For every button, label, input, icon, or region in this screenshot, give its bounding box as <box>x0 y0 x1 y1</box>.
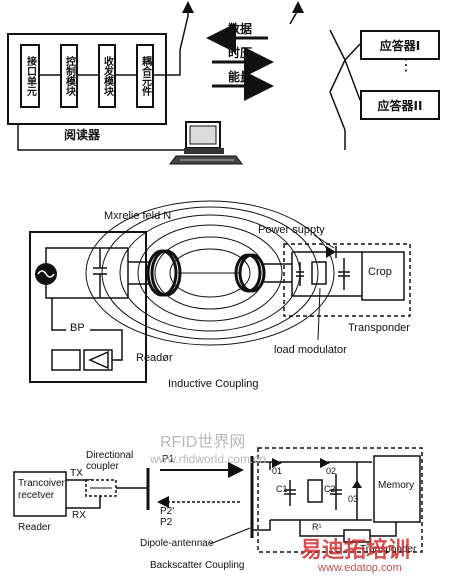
module-transceiver: 收发模块 <box>98 44 116 108</box>
transponder-boundary <box>283 243 411 317</box>
bp-label: BP <box>70 322 85 334</box>
d3-label: 03 <box>348 494 359 504</box>
demod-box <box>51 349 81 371</box>
module-label: 控制模块 <box>63 56 75 96</box>
backscatter-caption: Backscatter Coupling <box>150 560 245 571</box>
computer-icon <box>169 121 243 165</box>
antenna-label: Dipole-antennae <box>140 538 214 549</box>
d2-label: 02 <box>326 466 337 476</box>
modulator-switch-2 <box>307 479 323 503</box>
module-coupling: 耦合元件 <box>136 44 154 108</box>
reader-antenna <box>166 15 189 76</box>
rx-label: RX <box>72 510 86 521</box>
rectifier-diode <box>326 246 336 258</box>
responder-2-label: 应答器II <box>377 98 423 113</box>
p2-label: P2' P2 <box>160 506 175 528</box>
module-label: 收发模块 <box>101 56 113 96</box>
chip-box <box>361 251 405 301</box>
coupler-label: Directional coupler <box>86 450 134 472</box>
r1-label: R¹ <box>312 522 322 532</box>
arrow-label-data: 数据 <box>228 22 253 36</box>
arrow-label-energy: 能量 <box>228 70 253 84</box>
c2-label: C2 <box>324 484 336 494</box>
d1-label: 01 <box>272 466 283 476</box>
memory-box <box>373 455 421 523</box>
transponder-boundary-2 <box>257 447 423 553</box>
chip-label: Crop <box>368 266 392 278</box>
reader-frame-2 <box>29 231 147 383</box>
responder-1-box: 应答器I <box>360 30 440 60</box>
load-modulator-label: load modulator <box>274 344 347 356</box>
watermark-logo: 易迪拓培训 <box>300 538 411 563</box>
modulator-switch <box>311 261 327 285</box>
diode-01 <box>272 458 282 468</box>
field-label: Mxrelie feld N <box>104 210 172 222</box>
module-interface-unit: 接口单元 <box>20 44 40 108</box>
responder-1-label: 应答器I <box>379 38 421 53</box>
amplifier-symbol <box>88 350 109 370</box>
power-supply-label: Power suppty <box>258 224 325 236</box>
computer-link <box>17 124 184 151</box>
reader-label-2: Readør <box>136 352 173 364</box>
amplifier-box <box>83 349 113 371</box>
watermark-url: www.rfidworld.com.cn <box>150 452 267 466</box>
transponder-label: Transponder <box>348 322 410 334</box>
transceiver-label: Trancoiver recetver <box>18 478 65 501</box>
c1-label: C1 <box>276 484 288 494</box>
reader-label: 阅读器 <box>64 128 101 142</box>
responder-2-box: 应答器II <box>360 90 440 120</box>
diode-02 <box>320 458 330 468</box>
tx-label: TX <box>70 468 83 479</box>
module-control: 控制模块 <box>60 44 78 108</box>
memory-label: Memory <box>378 480 415 491</box>
watermark-title: RFID世界网 <box>160 434 246 451</box>
p1-label: P1 <box>162 454 175 465</box>
reader-label-3: Reader <box>18 522 51 533</box>
reader-frame <box>7 33 167 125</box>
responder-antenna <box>289 1 304 25</box>
inductive-caption: Inductive Coupling <box>168 378 259 390</box>
module-label: 接口单元 <box>24 56 36 96</box>
arrow-label-clock: 时压 <box>228 46 253 60</box>
module-label: 耦合元件 <box>139 56 151 96</box>
transceiver-box <box>13 471 67 517</box>
transponder-label-2: Transponder <box>360 544 417 555</box>
responder-ellipsis: ⋮ <box>398 57 414 74</box>
watermark-logo-url: www.edatop.com <box>318 562 402 574</box>
